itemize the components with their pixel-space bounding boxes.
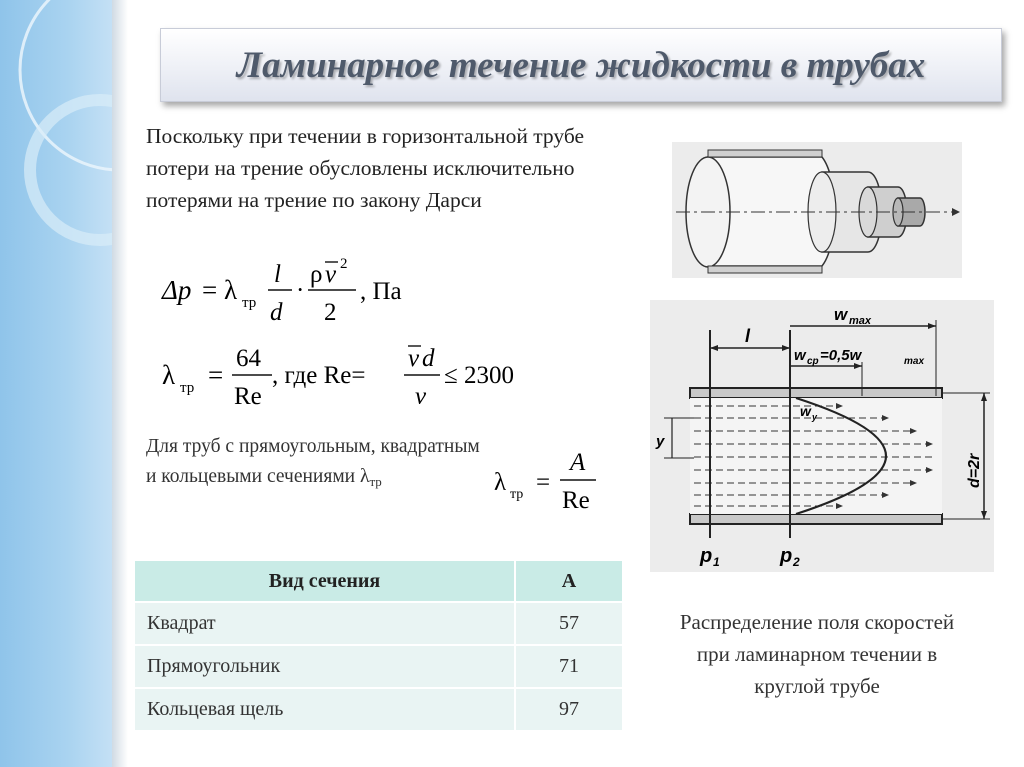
decorative-rings: [18, 0, 112, 246]
lambda-noncircular-formula: λ тр = A Re: [492, 442, 632, 522]
velocity-profile-diagram: l w max w cp =0,5w max w y y d=2r p 1 p …: [650, 300, 994, 572]
table-cell-value: 71: [516, 646, 622, 687]
noncircular-note: Для труб с прямоугольным, квадратным и к…: [146, 432, 486, 497]
label-l: l: [745, 326, 751, 346]
darcy-formula-svg: Δp = λ тр l d · ρ v 2 2 , Па: [161, 256, 402, 326]
label-wcp-eq: =0,5w: [820, 347, 863, 364]
lambda-laminar-svg: λ тр = 64 Re , где Re= v d ν ≤ 2300: [162, 345, 514, 410]
velocity-profile-svg: l w max w cp =0,5w max w y y d=2r p 1 p …: [655, 305, 990, 569]
lambda-noncircular-svg: λ тр = A Re: [494, 449, 596, 514]
f2-leq: ≤ 2300: [444, 362, 514, 389]
f3-den: Re: [562, 487, 590, 514]
darcy-frac1-num: l: [274, 261, 281, 288]
f2-lambda: λ: [162, 360, 175, 390]
table-cell-name: Квадрат: [135, 603, 514, 644]
f3-lambda: λ: [494, 469, 506, 496]
intro-paragraph: Поскольку при течении в горизонтальной т…: [146, 124, 585, 212]
label-y: y: [655, 433, 665, 450]
section-coefficient-table: Вид сечения A Квадрат 57 Прямоугольник 7…: [133, 559, 624, 732]
label-d: d=2r: [966, 453, 983, 488]
f2-num: 64: [236, 345, 262, 372]
f3-sub: тр: [510, 487, 523, 502]
decorative-side-band: [0, 0, 112, 767]
table-header-section: Вид сечения: [135, 561, 514, 601]
label-wmax-sub: max: [849, 315, 872, 327]
table-row: Прямоугольник 71: [135, 646, 622, 687]
table-cell-value: 57: [516, 603, 622, 644]
label-wcp-eq-sub: max: [904, 356, 924, 367]
darcy-frac1-den: d: [270, 299, 283, 326]
table-cell-name: Прямоугольник: [135, 646, 514, 687]
side-band-shadow: [112, 0, 128, 767]
darcy-v: v: [325, 261, 337, 288]
f3-eq: =: [536, 469, 550, 496]
table-header-row: Вид сечения A: [135, 561, 622, 601]
label-p2-sub: 2: [792, 555, 800, 569]
f2-eq: =: [208, 360, 223, 390]
table-cell-name: Кольцевая щель: [135, 689, 514, 730]
diagram-caption: Распределение поля скоростей при ламинар…: [679, 610, 955, 698]
darcy-eq: =: [202, 275, 217, 305]
pipe-layers-svg: [676, 149, 960, 274]
f3-num: A: [568, 449, 586, 476]
darcy-unit: , Па: [360, 278, 402, 305]
label-wmax: w: [834, 305, 849, 324]
f2-d: d: [422, 345, 435, 372]
label-wcp-sub: cp: [807, 356, 819, 367]
pipe-layers-illustration: [672, 142, 962, 278]
table-header-a: A: [516, 561, 622, 601]
darcy-lambda-sub: тр: [242, 295, 256, 311]
darcy-frac2-den: 2: [324, 299, 337, 326]
f2-where: , где Re=: [272, 362, 365, 389]
page-title: Ламинарное течение жидкости в трубах: [236, 44, 926, 86]
label-p2: p: [779, 545, 792, 567]
title-banner: Ламинарное течение жидкости в трубах: [160, 28, 1002, 102]
noncircular-note-text: Для труб с прямоугольным, квадратным и к…: [146, 436, 480, 487]
table-cell-value: 97: [516, 689, 622, 730]
table-row: Квадрат 57: [135, 603, 622, 644]
f2-lambda-sub: тр: [180, 380, 194, 396]
darcy-lambda: λ: [224, 275, 237, 305]
f2-den: Re: [234, 383, 262, 410]
label-wcp: w: [794, 347, 807, 364]
label-p1-sub: 1: [713, 555, 720, 569]
label-p1: p: [699, 545, 712, 567]
lambda-laminar-formula: λ тр = 64 Re , где Re= v d ν ≤ 2300: [160, 338, 550, 418]
f2-v: v: [408, 345, 420, 372]
noncircular-note-sub: тр: [369, 474, 382, 489]
label-wy: w: [800, 403, 812, 419]
label-wy-sub: y: [811, 412, 818, 422]
darcy-dot: ·: [296, 277, 304, 304]
f2-nu: ν: [415, 383, 427, 410]
svg-text:Δp: Δp: [161, 275, 191, 305]
table-row: Кольцевая щель 97: [135, 689, 622, 730]
darcy-formula: Δp = λ тр l d · ρ v 2 2 , Па: [160, 252, 460, 332]
darcy-exp: 2: [340, 256, 348, 272]
darcy-rho: ρ: [310, 261, 322, 288]
